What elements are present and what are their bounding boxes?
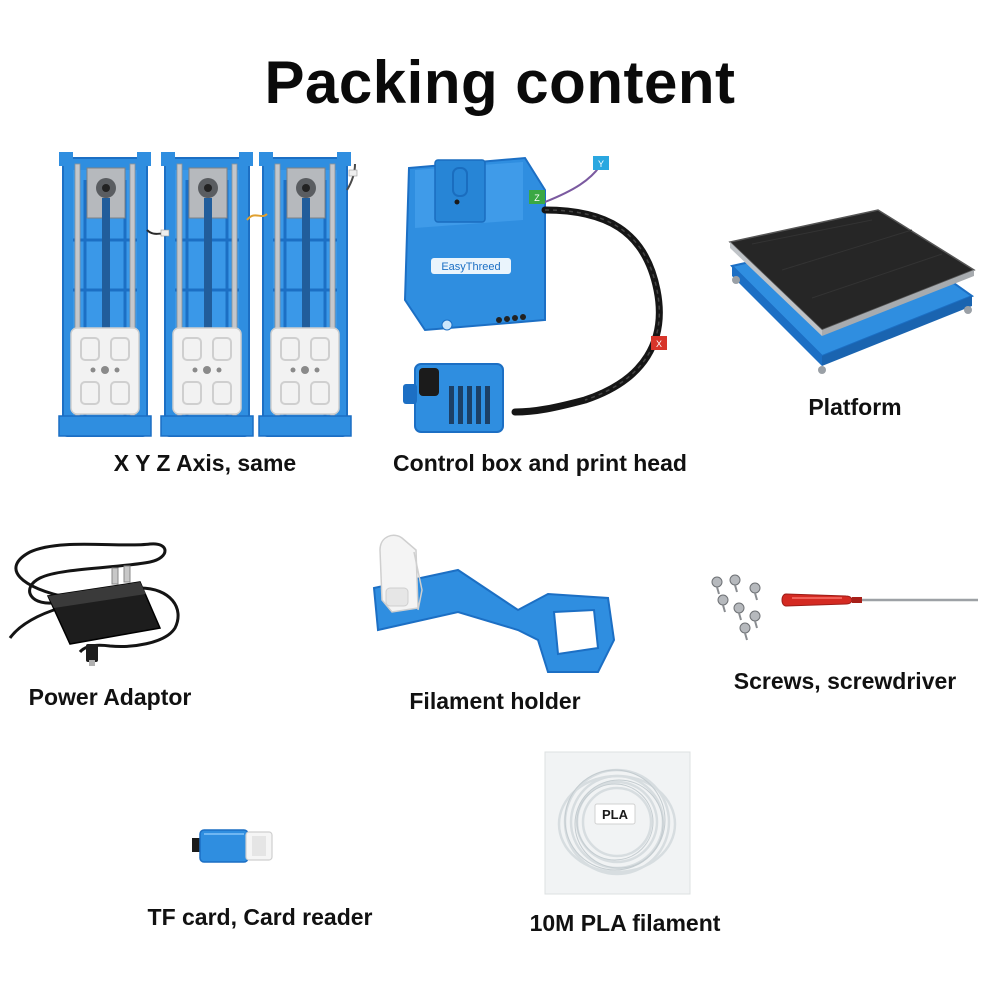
control-box-and-head: EasyThreed Y Z X bbox=[395, 150, 695, 435]
axis-caption: X Y Z Axis, same bbox=[113, 450, 297, 476]
axis-module-icon bbox=[58, 150, 358, 438]
filament-caption: 10M PLA filament bbox=[529, 910, 721, 936]
screws-and-screwdriver bbox=[705, 572, 995, 641]
holder-caption: Filament holder bbox=[409, 688, 581, 714]
card-reader bbox=[190, 826, 280, 866]
power-adaptor bbox=[0, 528, 200, 668]
screws-caption: Screws, screwdriver bbox=[733, 668, 957, 694]
page-title: Packing content bbox=[264, 49, 736, 116]
power-adaptor-icon bbox=[8, 542, 180, 666]
card-reader-icon bbox=[192, 829, 273, 863]
wire-tag-z: Z bbox=[534, 193, 540, 203]
power-caption: Power Adaptor bbox=[28, 684, 192, 710]
filament-holder-icon bbox=[372, 534, 616, 673]
platform bbox=[722, 209, 982, 375]
pla-label: PLA bbox=[602, 807, 629, 822]
screwdriver bbox=[781, 584, 982, 616]
wire-tag-y: Y bbox=[598, 159, 604, 169]
brand-label: EasyThreed bbox=[441, 261, 500, 273]
filament-coil-icon: PLA bbox=[544, 751, 691, 895]
filament-holder bbox=[368, 530, 618, 675]
screwdriver-icon bbox=[781, 593, 978, 607]
pla-filament: PLA bbox=[544, 751, 691, 895]
platform-icon bbox=[728, 209, 976, 374]
control-box-icon: EasyThreed Y Z X bbox=[403, 156, 667, 433]
platform-caption: Platform bbox=[808, 394, 902, 420]
screw-icon bbox=[711, 574, 761, 641]
axis-modules bbox=[55, 150, 358, 440]
control-caption: Control box and print head bbox=[393, 450, 687, 476]
wire-tag-x: X bbox=[656, 339, 662, 349]
tfcard-caption: TF card, Card reader bbox=[147, 904, 373, 930]
